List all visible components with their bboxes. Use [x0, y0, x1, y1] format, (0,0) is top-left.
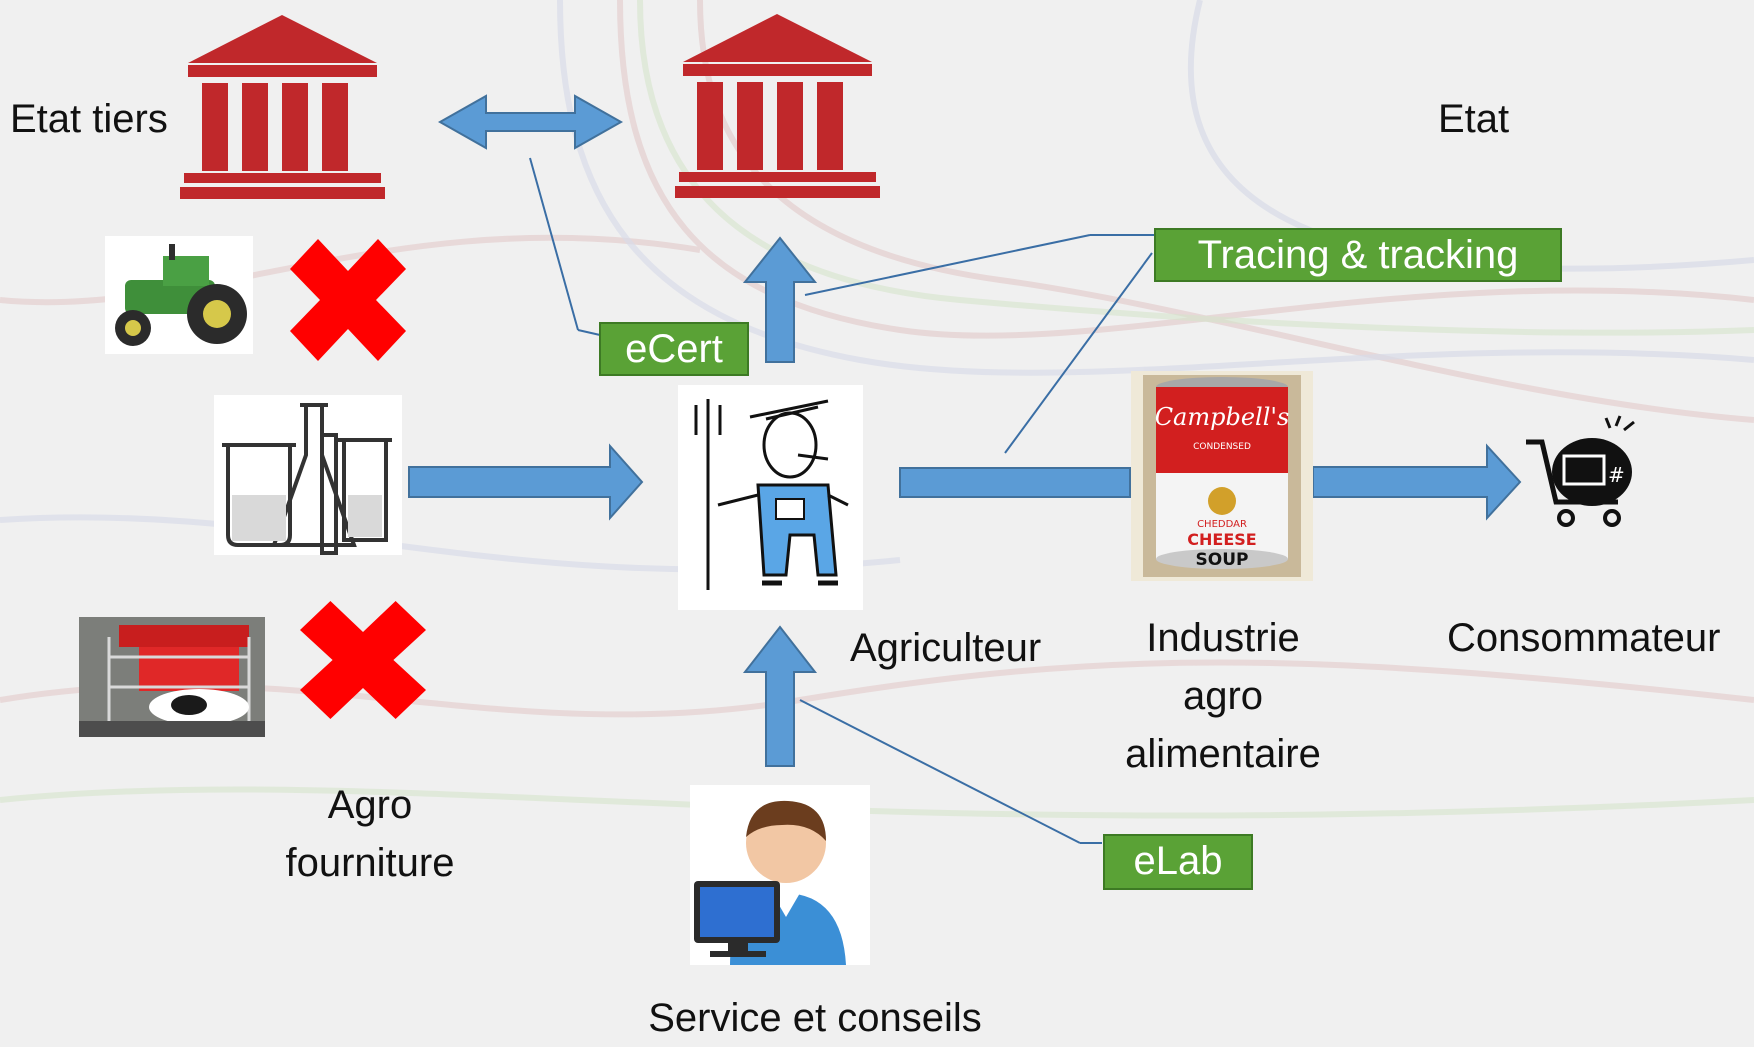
label-etat-tiers: Etat tiers: [10, 97, 168, 141]
soup-can-image: Campbell's CONDENSED CHEDDAR CHEESE SOUP: [1131, 371, 1313, 581]
tractor-image: [105, 236, 253, 354]
service-tag-tracing-tracking[interactable]: Tracing & tracking: [1154, 228, 1562, 282]
label-consommateur: Consommateur: [1447, 616, 1721, 660]
shopping-cart-icon: #: [1520, 414, 1638, 532]
service-tag-ecert[interactable]: eCert: [599, 322, 749, 376]
supplier-to-farmer-arrow: [408, 443, 644, 521]
exchange-double-arrow: [437, 94, 624, 150]
ecert-connector-b: [577, 329, 601, 336]
label-agro-fourniture-line-1: Agro: [327, 783, 413, 827]
service-tag-elab[interactable]: eLab: [1103, 834, 1253, 890]
government-building-icon-etat: [675, 12, 880, 202]
label-industrie-line-2: agro: [1182, 674, 1264, 718]
farmer-to-state-arrow: [742, 236, 818, 363]
milking-robot-image: [79, 617, 265, 737]
label-agriculteur: Agriculteur: [850, 626, 1042, 670]
can-flavor-2: CHEESE: [1187, 530, 1256, 549]
can-sub: CONDENSED: [1193, 442, 1251, 452]
label-etat: Etat: [1438, 97, 1510, 141]
farmer-to-industry-bar: [899, 467, 1131, 498]
service-to-farmer-arrow: [742, 625, 818, 767]
tracing-connector-a: [804, 234, 1091, 296]
blocked-cross-icon-tractor: [290, 239, 406, 361]
label-industrie-line-3: alimentaire: [1125, 732, 1321, 776]
connector-lines: [529, 157, 1155, 844]
label-industrie-line-1: Industrie: [1146, 616, 1300, 660]
can-brand: Campbell's: [1155, 403, 1290, 431]
farmer-image: [678, 385, 863, 610]
label-agro-fourniture-line-2: fourniture: [285, 841, 455, 885]
ecert-connector-a: [529, 157, 579, 331]
government-building-icon-etat-tiers: [180, 15, 385, 201]
can-flavor-3: SOUP: [1196, 550, 1249, 570]
svg-text:#: #: [1608, 463, 1625, 487]
can-flavor-1: CHEDDAR: [1197, 519, 1247, 530]
lab-glassware-image: [214, 395, 402, 555]
flow-arrows: [408, 94, 1522, 767]
elab-connector-a: [799, 699, 1081, 844]
tracing-connector-c: [1004, 252, 1153, 454]
industry-to-consumer-arrow: [1312, 443, 1522, 521]
label-service-conseils: Service et conseils: [648, 996, 982, 1040]
blocked-cross-icon-milking: [300, 601, 426, 719]
consultant-computer-image: [690, 785, 870, 965]
